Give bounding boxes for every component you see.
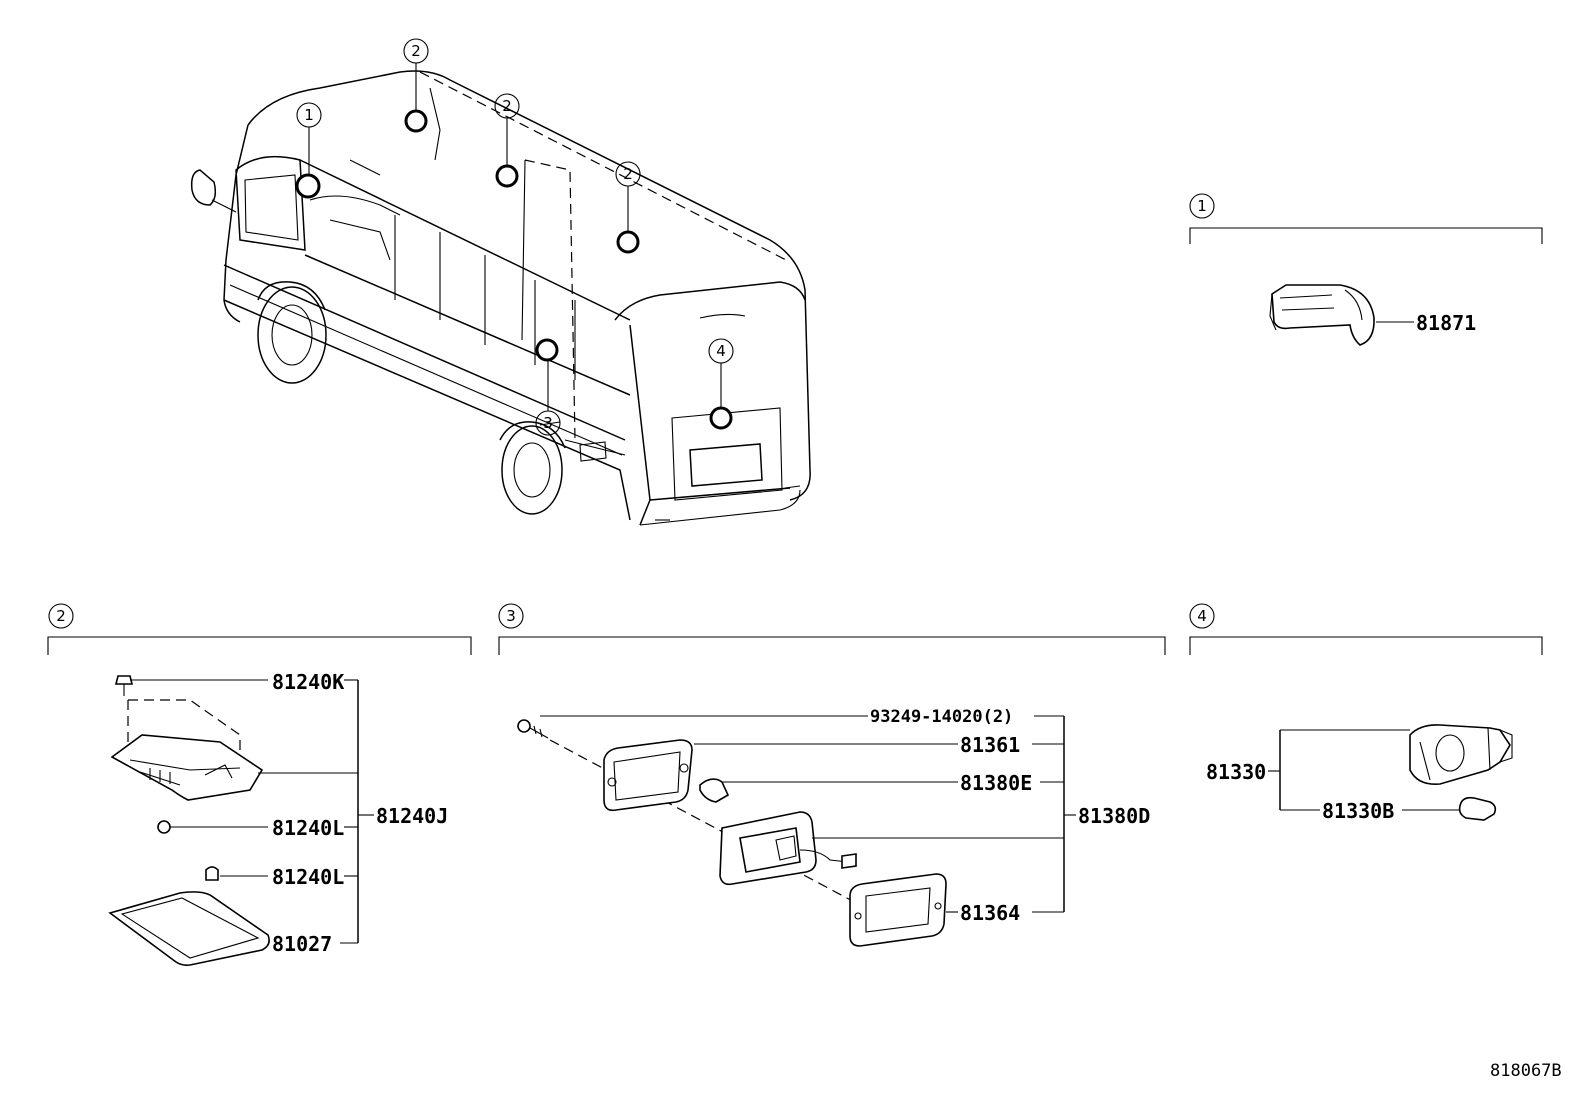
bulb-part bbox=[699, 778, 730, 803]
svg-text:2: 2 bbox=[56, 607, 66, 625]
svg-text:2: 2 bbox=[623, 165, 633, 183]
section-3: 3 bbox=[498, 603, 1166, 947]
lamp-location-license bbox=[709, 406, 733, 430]
room-lamp-housing bbox=[110, 699, 264, 801]
section-2: 2 81 bbox=[47, 603, 472, 966]
part-number-93249-14020: 93249-14020(2) bbox=[870, 707, 1013, 727]
vehicle-callout: 4 bbox=[708, 338, 734, 364]
vehicle-callout: 2 bbox=[403, 38, 429, 64]
bulb-part bbox=[1458, 796, 1497, 821]
svg-text:4: 4 bbox=[716, 342, 726, 360]
vehicle-callout: 3 bbox=[535, 410, 561, 436]
svg-text:3: 3 bbox=[506, 607, 516, 625]
svg-text:4: 4 bbox=[1197, 607, 1207, 625]
part-number-81330B: 81330B bbox=[1322, 799, 1394, 823]
screw-part bbox=[114, 675, 134, 696]
lamp-location-room-3 bbox=[616, 230, 640, 254]
svg-text:2: 2 bbox=[411, 42, 421, 60]
section-1: 1 81871 bbox=[1189, 193, 1543, 346]
vehicle-callout: 1 bbox=[296, 102, 322, 128]
minibus-illustration bbox=[190, 63, 811, 526]
lamp-location-room-2 bbox=[495, 164, 519, 188]
vehicle-callout: 2 bbox=[615, 161, 641, 187]
part-number-81364: 81364 bbox=[960, 901, 1020, 925]
vehicle-callout: 2 bbox=[494, 93, 520, 119]
license-lamp-socket bbox=[1409, 724, 1513, 786]
screw-part bbox=[517, 719, 549, 739]
svg-text:3: 3 bbox=[543, 414, 553, 432]
lamp-location-step bbox=[535, 338, 559, 362]
part-number-81871: 81871 bbox=[1416, 311, 1476, 335]
assembly-number-81380D: 81380D bbox=[1078, 804, 1150, 828]
bulb-part bbox=[205, 866, 219, 881]
diagram-id: 818067B bbox=[1490, 1061, 1562, 1081]
svg-text:1: 1 bbox=[304, 106, 314, 124]
part-number-81240L: 81240L bbox=[272, 865, 344, 889]
svg-text:1: 1 bbox=[1197, 197, 1207, 215]
part-number-81361: 81361 bbox=[960, 733, 1020, 757]
lamp-lens bbox=[108, 891, 270, 966]
assembly-number-81240J: 81240J bbox=[376, 804, 448, 828]
assembly-number-81330: 81330 bbox=[1206, 760, 1266, 784]
gasket-part bbox=[603, 739, 693, 812]
bulb-part bbox=[157, 820, 171, 834]
part-number-81380E: 81380E bbox=[960, 771, 1032, 795]
section-4: 4 81330 81330B bbox=[1189, 603, 1543, 823]
map-lamp-part bbox=[1269, 284, 1375, 346]
svg-text:2: 2 bbox=[502, 97, 512, 115]
part-number-81240K: 81240K bbox=[272, 670, 344, 694]
lamp-location-map bbox=[295, 173, 321, 199]
part-number-81027: 81027 bbox=[272, 932, 332, 956]
lamp-location-room-1 bbox=[404, 109, 428, 133]
step-lamp-lens bbox=[849, 873, 947, 947]
step-lamp-body bbox=[719, 811, 857, 886]
part-number-81240L: 81240L bbox=[272, 816, 344, 840]
